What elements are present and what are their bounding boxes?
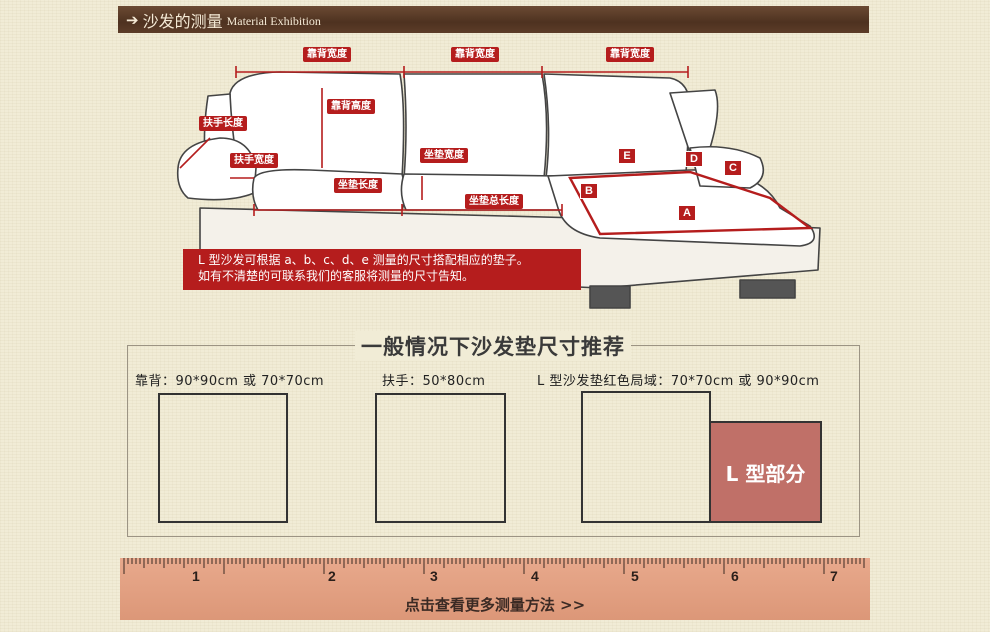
tag-armrest-width: 扶手宽度	[230, 153, 278, 168]
letter-a: A	[678, 205, 696, 221]
tag-back-height: 靠背高度	[327, 99, 375, 114]
note-line-1: L 型沙发可根据 a、b、c、d、e 测量的尺寸搭配相应的垫子。	[198, 253, 529, 267]
ruler-number-7: 7	[830, 568, 838, 584]
letter-d: D	[685, 151, 703, 167]
spec-armrest: 扶手：50*80cm	[382, 374, 486, 389]
ruler-number-3: 3	[430, 568, 438, 584]
tag-back-width-1: 靠背宽度	[303, 47, 351, 62]
armrest-cushion-square	[375, 393, 506, 523]
ruler-number-2: 2	[328, 568, 336, 584]
tag-armrest-length: 扶手长度	[199, 116, 247, 131]
measurement-note: L 型沙发可根据 a、b、c、d、e 测量的尺寸搭配相应的垫子。 如有不清楚的可…	[183, 249, 581, 290]
letter-b: B	[580, 183, 598, 199]
l-shape-cushion-square	[581, 391, 711, 523]
ruler-number-6: 6	[731, 568, 739, 584]
tag-seat-width: 坐垫宽度	[420, 148, 468, 163]
tag-back-width-3: 靠背宽度	[606, 47, 654, 62]
note-line-2: 如有不清楚的可联系我们的客服将测量的尺寸告知。	[198, 269, 475, 283]
spec-back: 靠背：90*90cm 或 70*70cm	[135, 374, 325, 389]
ruler-number-5: 5	[631, 568, 639, 584]
ruler-number-1: 1	[192, 568, 200, 584]
ruler-banner[interactable]: /* ticks drawn below */ 1 2 3 4 5 6 7 点击…	[120, 558, 870, 620]
letter-e: E	[618, 148, 636, 164]
spec-l-shape: L 型沙发垫红色局域：70*70cm 或 90*90cm	[537, 374, 820, 389]
l-part-block: L 型部分	[709, 421, 822, 523]
letter-c: C	[724, 160, 742, 176]
section-header: ➔ 沙发的测量 Material Exhibition	[118, 6, 869, 33]
more-measurement-methods-link[interactable]: 点击查看更多测量方法 >>	[404, 596, 586, 614]
ruler-ticks: /* ticks drawn below */	[123, 558, 865, 574]
recommend-title: 一般情况下沙发垫尺寸推荐	[355, 331, 631, 361]
arrow-right-icon: ➔	[126, 10, 139, 29]
tag-seat-length: 坐垫长度	[334, 178, 382, 193]
l-part-label: L 型部分	[725, 461, 806, 486]
tag-seat-total-length: 坐垫总长度	[465, 194, 523, 209]
ruler-number-4: 4	[531, 568, 539, 584]
back-cushion-square	[158, 393, 288, 523]
section-subtitle: Material Exhibition	[226, 14, 321, 28]
tag-back-width-2: 靠背宽度	[451, 47, 499, 62]
section-title: 沙发的测量	[142, 11, 223, 31]
